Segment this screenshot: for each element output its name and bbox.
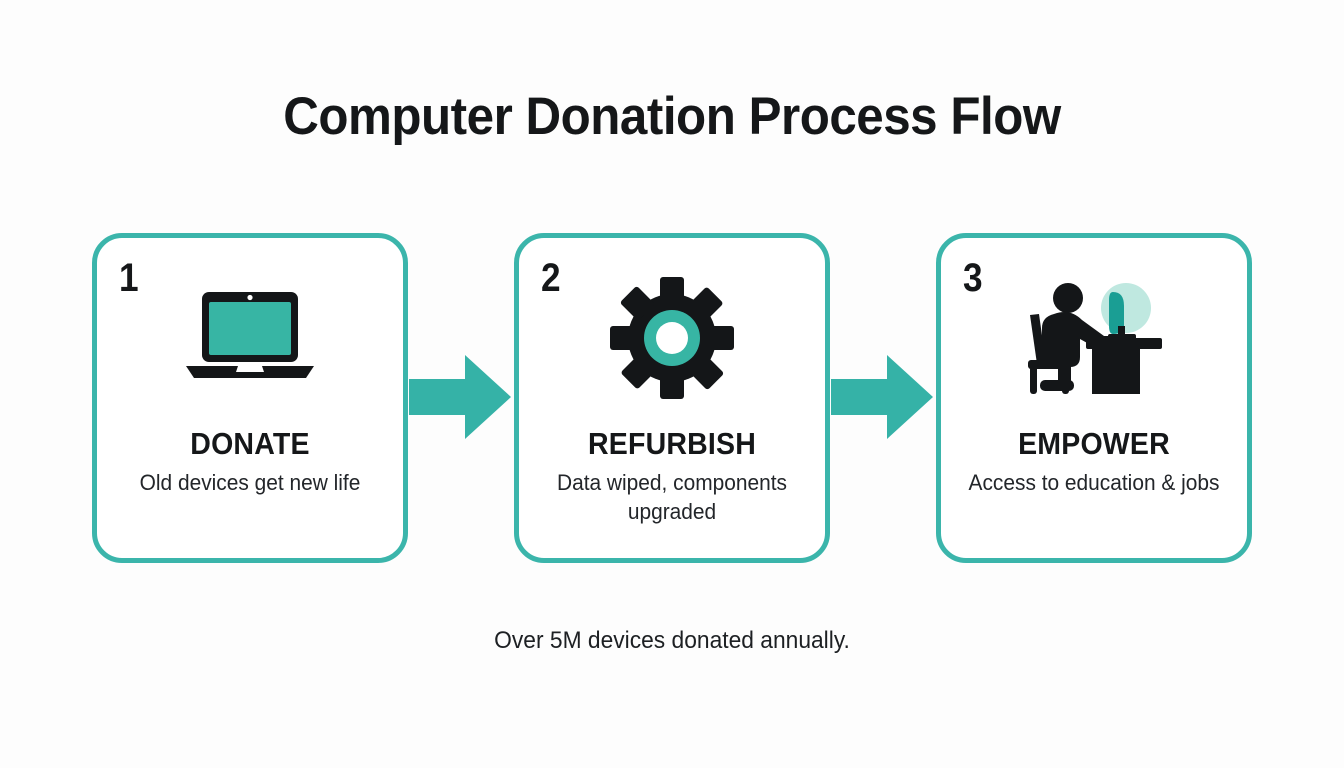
step-icon-container	[97, 270, 403, 410]
step-icon-container	[941, 270, 1247, 410]
person-at-desk-icon	[1018, 280, 1170, 401]
step-title: EMPOWER	[1018, 426, 1170, 461]
step-number-badge: 2	[541, 256, 561, 300]
step-text-container: REFURBISH Data wiped, components upgrade…	[519, 426, 825, 526]
gear-icon	[610, 276, 734, 404]
step-icon-container	[519, 270, 825, 410]
process-flow-row: 1 DONATE Old devices get new life	[92, 233, 1252, 563]
step-card-donate[interactable]: 1 DONATE Old devices get new life	[92, 233, 408, 563]
page-title: Computer Donation Process Flow	[283, 87, 1061, 146]
step-card-refurbish[interactable]: 2	[514, 233, 830, 563]
step-description: Old devices get new life	[139, 470, 361, 495]
step-number-badge: 3	[963, 256, 983, 300]
step-title: DONATE	[190, 426, 310, 461]
step-description: Data wiped, components upgraded	[556, 470, 788, 524]
footnote-text: Over 5M devices donated annually.	[494, 627, 850, 654]
step-card-empower[interactable]: 3	[936, 233, 1252, 563]
step-description: Access to education & jobs	[968, 470, 1220, 495]
step-text-container: EMPOWER Access to education & jobs	[941, 426, 1247, 497]
step-number-badge: 1	[119, 256, 139, 300]
connector-arrow-2	[830, 233, 936, 563]
connector-arrow-1	[408, 233, 514, 563]
step-text-container: DONATE Old devices get new life	[97, 426, 403, 497]
laptop-icon	[180, 286, 320, 395]
step-title: REFURBISH	[587, 426, 757, 461]
